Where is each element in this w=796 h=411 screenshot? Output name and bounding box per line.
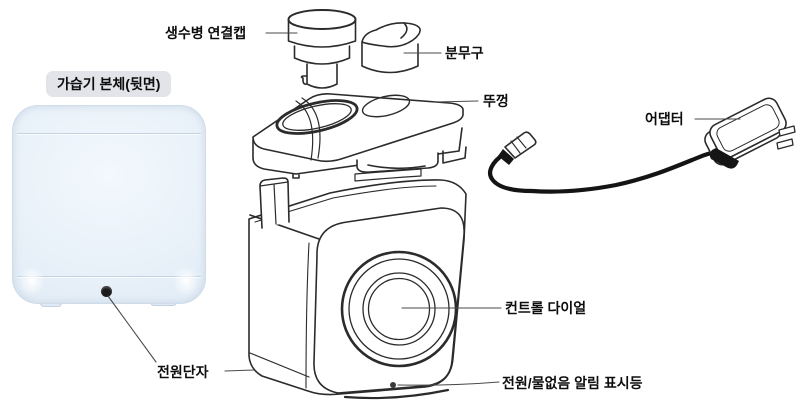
photo-highlight-right bbox=[169, 261, 203, 301]
label-power-terminal: 전원단자 bbox=[157, 364, 209, 380]
label-bottle-cap: 생수병 연결캡 bbox=[165, 25, 247, 41]
adapter-body bbox=[709, 97, 787, 159]
label-adapter: 어댑터 bbox=[645, 111, 684, 127]
photo-highlight-left bbox=[15, 261, 49, 301]
power-cable bbox=[487, 149, 717, 194]
spray-nozzle-illustration bbox=[361, 22, 421, 74]
adapter-prongs bbox=[776, 125, 796, 150]
label-lid: 뚜껑 bbox=[483, 93, 509, 109]
label-power-led: 전원/물없음 알림 표시등 bbox=[502, 375, 643, 391]
body-bottom-seam-highlight bbox=[17, 277, 201, 278]
label-control-dial: 컨트롤 다이얼 bbox=[505, 300, 587, 316]
main-body-illustration bbox=[248, 168, 467, 400]
adapter-illustration bbox=[487, 97, 796, 194]
lid-illustration bbox=[252, 93, 467, 179]
body-bottom-seam bbox=[17, 276, 201, 277]
label-nozzle: 분무구 bbox=[445, 45, 484, 61]
usb-connector bbox=[504, 131, 537, 159]
cable-strain-relief bbox=[709, 148, 739, 169]
label-body-back: 가습기 본체(뒷면) bbox=[46, 71, 172, 97]
usb-boot bbox=[498, 149, 514, 165]
body-top-seam-highlight bbox=[17, 134, 201, 135]
led-indicator-dot bbox=[390, 382, 396, 388]
humidifier-body-back-photo bbox=[12, 105, 206, 304]
body-top-seam bbox=[17, 133, 201, 134]
power-port-dot bbox=[101, 286, 112, 297]
bottle-cap-illustration bbox=[287, 9, 357, 89]
